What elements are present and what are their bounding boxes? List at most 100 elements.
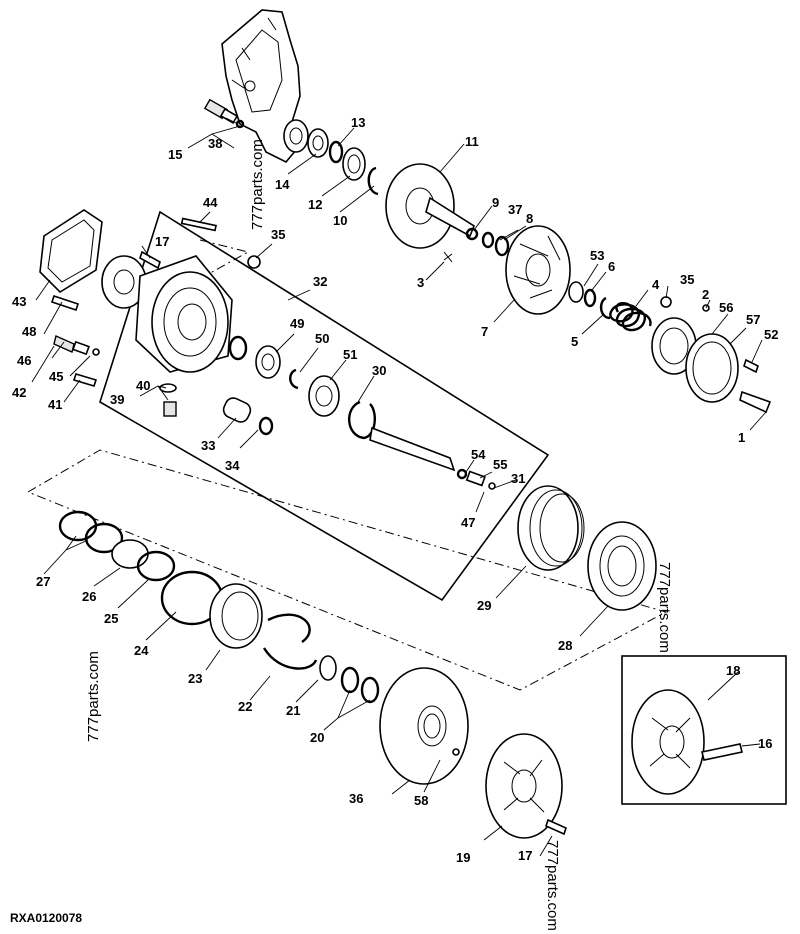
- callout-48: 48: [22, 324, 36, 339]
- part-26-ring: [111, 539, 149, 569]
- callout-14: 14: [275, 177, 290, 192]
- part-44-pin: [180, 217, 217, 232]
- part-19-plate: [485, 733, 563, 839]
- callout-10: 10: [333, 213, 347, 228]
- callout-37: 37: [508, 202, 522, 217]
- callout-41: 41: [48, 397, 62, 412]
- part-17-bolt-plate: [545, 818, 567, 836]
- callout-58: 58: [414, 793, 428, 808]
- part-43-cover-plate: [39, 209, 103, 294]
- part-27-ring: [58, 510, 98, 542]
- callout-27: 27: [36, 574, 50, 589]
- callout-15: 15: [168, 147, 182, 162]
- callout-28: 28: [558, 638, 572, 653]
- part-49-bearing: [255, 345, 281, 379]
- callout-12: 12: [308, 197, 322, 212]
- callout-45: 45: [49, 369, 63, 384]
- callout-9: 9: [492, 195, 499, 210]
- inset-frame: [621, 655, 787, 805]
- callout-7: 7: [481, 324, 488, 339]
- callout-47: 47: [461, 515, 475, 530]
- part-58-screw: [452, 748, 460, 756]
- part-34-ring: [258, 416, 274, 436]
- callout-57: 57: [746, 312, 760, 327]
- subassembly-frame-dashed: [26, 449, 668, 691]
- callout-2: 2: [702, 287, 709, 302]
- callout-35-left: 35: [271, 227, 285, 242]
- part-9-washer: [465, 227, 479, 241]
- part-1-bolt: [739, 390, 772, 414]
- callout-44: 44: [203, 195, 218, 210]
- part-6-ring: [583, 288, 597, 308]
- callout-46: 46: [17, 353, 31, 368]
- watermark-3: 777parts.com: [85, 651, 102, 742]
- part-16-bolt: [701, 743, 743, 761]
- callout-17-housing: 17: [155, 234, 169, 249]
- part-48-bolt: [50, 294, 80, 312]
- callout-49: 49: [290, 316, 304, 331]
- callout-25: 25: [104, 611, 118, 626]
- part-5-snap-ring: [599, 296, 611, 320]
- part-27-ring-b: [84, 522, 124, 554]
- part-28-housing: [587, 521, 657, 611]
- part-10-snap-ring: [367, 166, 379, 196]
- callout-17-plate: 17: [518, 848, 532, 863]
- watermark-1: 777parts.com: [249, 139, 266, 230]
- callout-21: 21: [286, 703, 300, 718]
- shaft: [369, 426, 456, 472]
- part-40-washer: [159, 383, 177, 393]
- callout-42: 42: [12, 385, 26, 400]
- part-33-bushing: [222, 397, 252, 423]
- part-4-spring: [609, 302, 652, 332]
- part-35-nut-right: [660, 296, 672, 308]
- part-14-bearing: [307, 128, 329, 158]
- part-29-cylinder: [517, 485, 585, 571]
- callout-38: 38: [208, 136, 222, 151]
- mounting-bracket: [221, 9, 309, 163]
- part-32-gear-housing: [101, 255, 233, 373]
- part-53-bushing: [568, 281, 584, 303]
- part-21-ring: [319, 655, 337, 681]
- callout-55: 55: [493, 457, 507, 472]
- part-45-plug: [92, 348, 100, 356]
- callout-51: 51: [343, 347, 357, 362]
- callout-13: 13: [351, 115, 365, 130]
- callout-54: 54: [471, 447, 486, 462]
- callout-4: 4: [652, 277, 660, 292]
- callout-53: 53: [590, 248, 604, 263]
- part-13-seal: [328, 140, 344, 164]
- part-52-screw: [743, 358, 759, 374]
- callout-56: 56: [719, 300, 733, 315]
- callout-35-right: 35: [680, 272, 694, 287]
- part-39-breather: [163, 401, 177, 417]
- part-49-seal: [228, 335, 248, 361]
- part-42-fitting: [72, 340, 90, 356]
- part-50-snap-ring: [289, 368, 299, 390]
- part-51-bearing: [308, 375, 340, 417]
- part-31-ball: [488, 482, 496, 490]
- callout-6: 6: [608, 259, 615, 274]
- part-20-ring-b: [360, 676, 380, 704]
- callout-43: 43: [12, 294, 26, 309]
- callout-3: 3: [417, 275, 424, 290]
- part-25-ring: [136, 550, 176, 582]
- part-35-nut-left: [247, 255, 261, 269]
- callout-16: 16: [758, 736, 772, 751]
- callout-34: 34: [225, 458, 240, 473]
- part-37-ring: [481, 231, 495, 249]
- part-17-bolt-housing: [139, 250, 161, 270]
- callout-8: 8: [526, 211, 533, 226]
- callout-18: 18: [726, 663, 740, 678]
- callout-5: 5: [571, 334, 578, 349]
- part-22-snap-ring-b: [262, 647, 318, 670]
- callout-26: 26: [82, 589, 96, 604]
- part-11-pulley-half: [385, 163, 475, 249]
- part-23-bearing: [209, 583, 263, 649]
- callout-31: 31: [511, 471, 525, 486]
- callout-20: 20: [310, 730, 324, 745]
- part-8-ring: [494, 235, 510, 257]
- callout-labels: 1 2 3 4 5 6 7 8 9 10 11 12 13 14 15 16 1…: [12, 115, 778, 865]
- part-7-sheave: [505, 225, 571, 315]
- callout-33: 33: [201, 438, 215, 453]
